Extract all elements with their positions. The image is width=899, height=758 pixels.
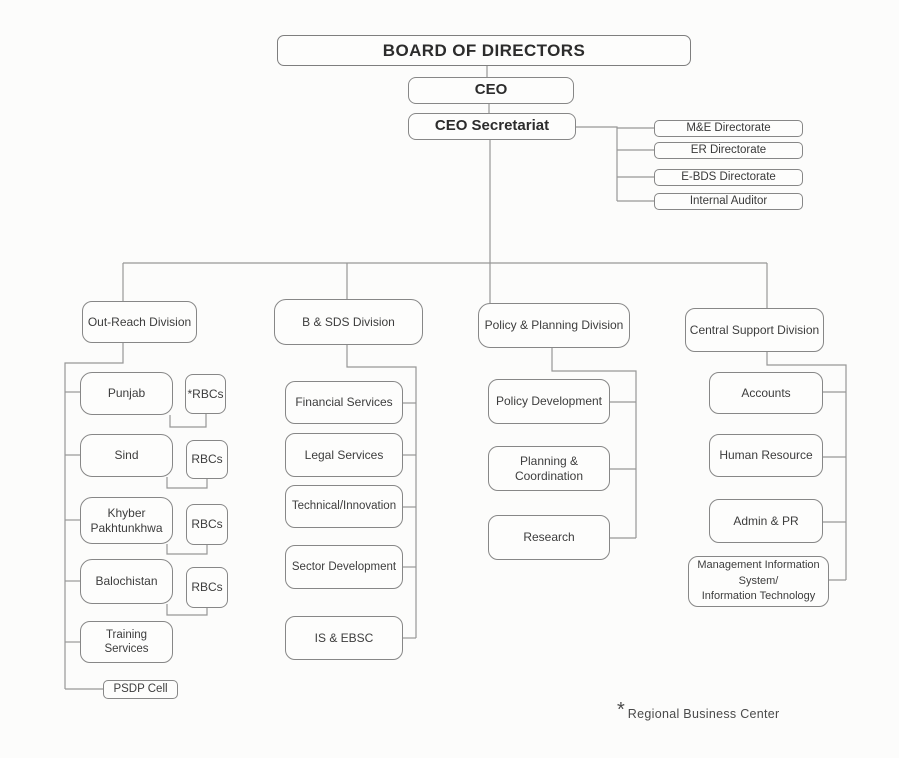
line-central-spine: [766, 352, 847, 580]
node-technical-innovation: Technical/Innovation: [285, 485, 403, 528]
node-research: Research: [488, 515, 610, 560]
line-bsds-spine: [346, 345, 417, 638]
node-mis-it: Management Information System/ Informati…: [688, 556, 829, 607]
line-sind-rbc: [166, 477, 208, 489]
node-outreach-division: Out-Reach Division: [82, 301, 197, 343]
footnote: * Regional Business Center: [617, 699, 780, 721]
node-training-services: Training Services: [80, 621, 173, 663]
node-balochistan: Balochistan: [80, 559, 173, 604]
node-er-directorate: ER Directorate: [654, 142, 803, 159]
node-khyber-pakhtunkhwa: Khyber Pakhtunkhwa: [80, 497, 173, 544]
node-policy-planning-division: Policy & Planning Division: [478, 303, 630, 348]
node-ceo: CEO: [408, 77, 574, 104]
line-policy-spine: [551, 348, 637, 538]
line-punjab-rbc: [169, 414, 207, 428]
node-me-directorate: M&E Directorate: [654, 120, 803, 137]
node-admin-pr: Admin & PR: [709, 499, 823, 543]
node-psdp-cell: PSDP Cell: [103, 680, 178, 699]
node-ebds-directorate: E-BDS Directorate: [654, 169, 803, 186]
node-accounts: Accounts: [709, 372, 823, 414]
node-internal-auditor: Internal Auditor: [654, 193, 803, 210]
node-policy-development: Policy Development: [488, 379, 610, 424]
line-balochistan-rbc: [166, 604, 208, 616]
node-sector-development: Sector Development: [285, 545, 403, 589]
node-financial-services: Financial Services: [285, 381, 403, 424]
line-outreach-spine: [64, 343, 124, 689]
node-planning-coordination: Planning & Coordination: [488, 446, 610, 491]
node-sind: Sind: [80, 434, 173, 477]
footnote-text: Regional Business Center: [627, 707, 780, 721]
node-ceo-secretariat: CEO Secretariat: [408, 113, 576, 140]
node-rbc-sind: RBCs: [186, 440, 228, 479]
node-board-of-directors: BOARD OF DIRECTORS: [277, 35, 691, 66]
node-legal-services: Legal Services: [285, 433, 403, 477]
node-rbc-balochistan: RBCs: [186, 567, 228, 608]
node-rbc-khyber: RBCs: [186, 504, 228, 545]
node-human-resource: Human Resource: [709, 434, 823, 477]
footnote-asterisk: *: [617, 699, 625, 721]
node-central-support-division: Central Support Division: [685, 308, 824, 352]
node-is-ebsc: IS & EBSC: [285, 616, 403, 660]
node-rbc-punjab: *RBCs: [185, 374, 226, 414]
line-secretariat-directorates: [576, 126, 618, 201]
line-khyber-rbc: [166, 544, 208, 555]
node-punjab: Punjab: [80, 372, 173, 415]
node-bsds-division: B & SDS Division: [274, 299, 423, 345]
